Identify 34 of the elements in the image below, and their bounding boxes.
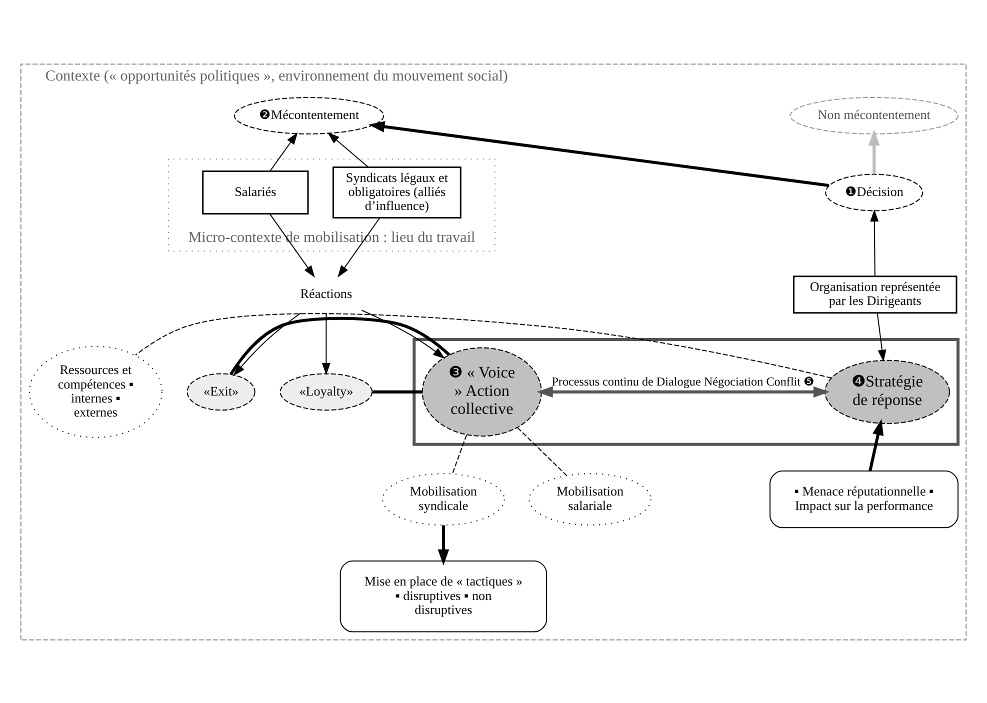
arrow (270, 132, 298, 171)
arrow (233, 312, 302, 376)
node-box: ▪ Menace réputationnelle ▪ Impact sur la performance (769, 470, 959, 528)
node-ellipse: Ressources et compétences ▪ internes ▪ externes (28, 345, 162, 438)
node-ellipse: «Loyalty» (280, 372, 373, 410)
cluster (412, 338, 960, 446)
connector (452, 434, 468, 474)
arrow (438, 524, 450, 566)
arrow (269, 212, 315, 278)
arrow (322, 312, 330, 375)
connector (517, 426, 567, 476)
arrow (368, 120, 830, 187)
node-ellipse: Mobilisation syndicale (382, 472, 505, 526)
node-ellipse: ❶Décision (825, 173, 924, 211)
node-ellipse: Mobilisation salariale (528, 472, 652, 526)
node-text: Réactions (300, 286, 352, 301)
node-box: Salariés (202, 170, 309, 214)
node-box: Organisation représentée par les Dirigeants (793, 275, 958, 314)
arrow (868, 128, 880, 174)
arrow (536, 386, 830, 398)
node-box: Syndicats légaux et obligatoires (alliés d’influence) (332, 166, 462, 218)
node-box: Mise en place de « tactiques » ▪ disruptives ▪ non disruptives (340, 560, 548, 632)
arrow (868, 418, 884, 471)
node-ellipse: Non mécontentement (790, 96, 959, 134)
connector (372, 390, 422, 393)
connector (230, 316, 450, 375)
arrow (876, 312, 886, 362)
connector (135, 312, 832, 378)
edge-label: Processus continu de Dialogue Négociation Conflit ❺ (552, 374, 815, 388)
node-ellipse: «Exit» (186, 372, 256, 410)
arrow (362, 309, 446, 358)
node-ellipse: ❹Stratégie de réponse (824, 359, 950, 424)
arrow (327, 132, 368, 167)
arrow (870, 208, 879, 276)
